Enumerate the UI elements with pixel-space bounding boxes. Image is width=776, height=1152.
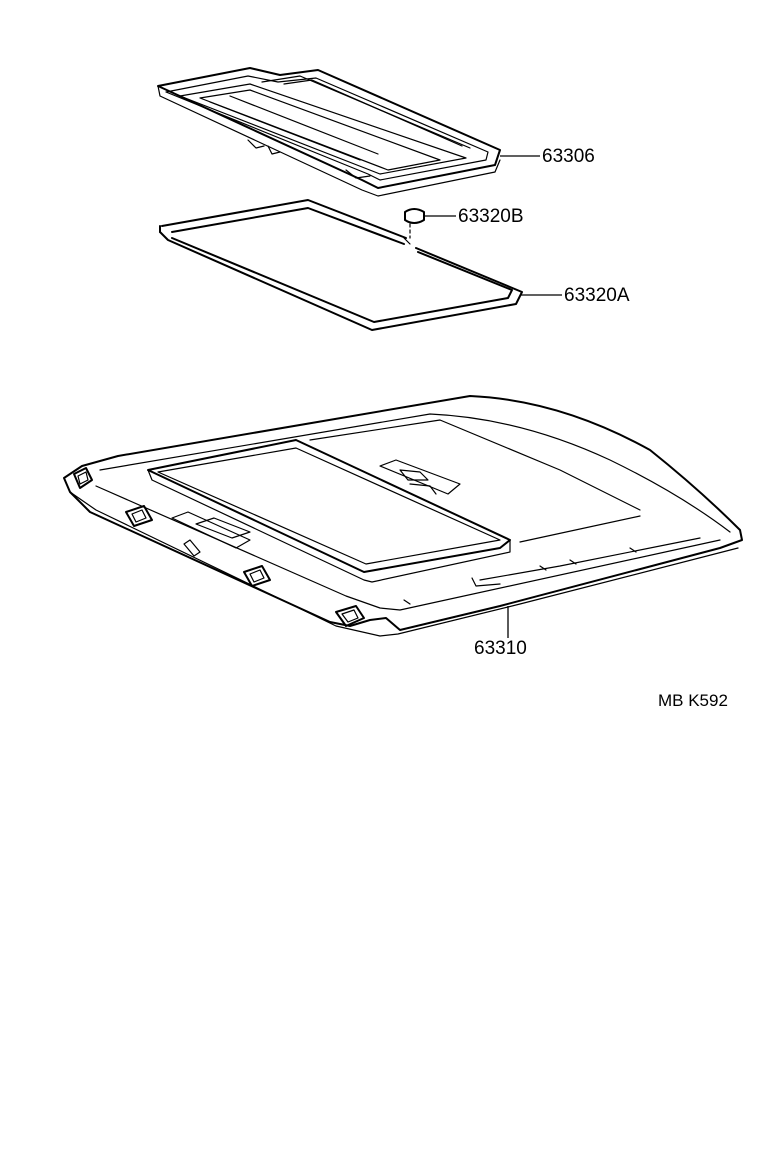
part-number-63320a: 63320A	[564, 285, 630, 306]
weatherstrip	[159, 199, 523, 331]
diagram-code: MB K592	[658, 691, 728, 710]
part-number-63310: 63310	[474, 638, 527, 659]
part-number-63320b: 63320B	[458, 206, 524, 227]
sunshade-panel	[157, 67, 501, 197]
headlining	[63, 395, 743, 637]
part-number-63306: 63306	[542, 146, 595, 167]
weatherstrip-clip	[404, 208, 425, 239]
